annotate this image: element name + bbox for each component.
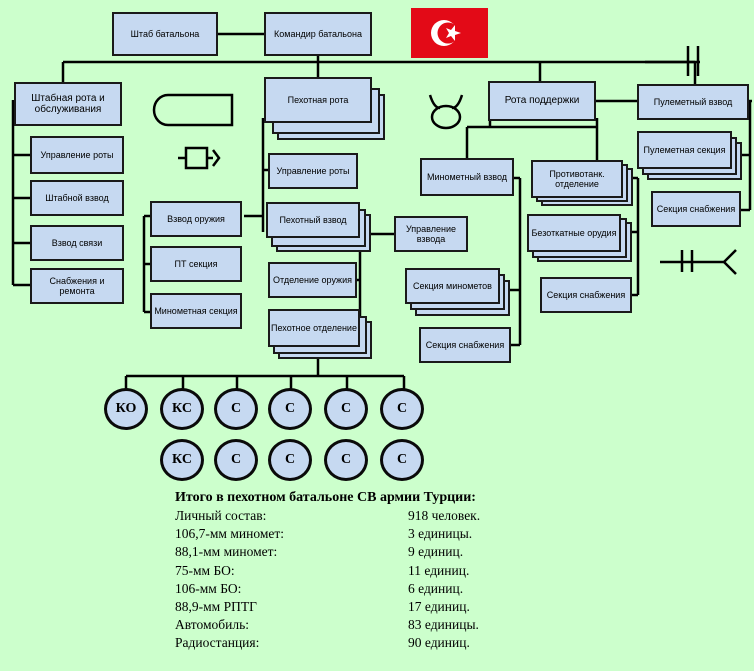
supply-section-a-box: Секция снабжения xyxy=(419,327,511,363)
infantry-company-box: Пехотная рота xyxy=(264,77,372,123)
rifle-company-mgmt-box: Управление роты xyxy=(268,153,358,189)
summary-label: 106-мм БО: xyxy=(175,580,242,596)
soldier-circle: КС xyxy=(160,388,204,430)
summary-row: Автомобиль: 83 единицы. xyxy=(175,617,595,635)
mg-platoon-label: Пулеметный взвод xyxy=(653,96,733,107)
summary-value: 3 единицы. xyxy=(408,526,473,542)
weapons-squad-box: Отделение оружия xyxy=(268,262,357,298)
supply-section-a-label: Секция снабжения xyxy=(425,339,505,350)
staff-platoon-box: Штабной взвод xyxy=(30,180,124,216)
summary-row: 106,7-мм миномет: 3 единицы. xyxy=(175,526,595,544)
summary-value: 83 единицы. xyxy=(408,617,479,633)
antitank-squad-box: Противотанк. отделение xyxy=(531,160,623,198)
summary-value: 6 единиц. xyxy=(408,580,464,596)
infantry-platoon-label: Пехотный взвод xyxy=(279,214,347,225)
summary-label: Радиостанция: xyxy=(175,635,260,651)
recoilless-label: Безоткатные орудия xyxy=(531,227,617,238)
soldier-circle: КС xyxy=(160,439,204,481)
summary-label: Автомобиль: xyxy=(175,617,250,633)
infantry-platoon-box: Пехотный взвод xyxy=(266,202,360,238)
comms-platoon-label: Взвод связи xyxy=(51,237,103,248)
staff-platoon-label: Штабной взвод xyxy=(45,192,109,203)
mortar-section-label: Минометная секция xyxy=(154,305,238,316)
mg-section-label: Пулеметная секция xyxy=(643,144,726,155)
hq-company-label: Штабная рота и обслуживания xyxy=(31,92,105,116)
supply-section-c-label: Секция снабжения xyxy=(656,203,736,214)
hq-staff-label: Штаб батальона xyxy=(130,28,200,39)
summary-value: 90 единиц. xyxy=(408,635,470,651)
summary-row: Личный состав: 918 человек. xyxy=(175,508,595,526)
hq-staff-box: Штаб батальона xyxy=(112,12,218,56)
weapons-platoon-box: Взвод оружия xyxy=(150,201,242,237)
mg-section-box: Пулеметная секция xyxy=(637,131,732,169)
weapons-squad-label: Отделение оружия xyxy=(273,274,352,285)
platoon-mgmt-box: Управление взвода xyxy=(394,216,468,252)
supply-section-c-box: Секция снабжения xyxy=(651,191,741,227)
supply-section-b-label: Секция снабжения xyxy=(546,289,626,300)
summary-title: Итого в пехотном батальоне СВ армии Турц… xyxy=(175,490,476,505)
mortar-section-box: Минометная секция xyxy=(150,293,242,329)
soldier-circle: С xyxy=(324,439,368,481)
summary-value: 9 единиц. xyxy=(408,544,464,560)
company-mgmt-label: Управление роты xyxy=(40,149,114,160)
mg-platoon-box: Пулеметный взвод xyxy=(637,84,749,120)
summary-row: 88,1-мм миномет: 9 единиц. xyxy=(175,544,595,562)
radio-symbol xyxy=(184,146,209,170)
mortar-sections-box: Секция минометов xyxy=(405,268,500,304)
infantry-company-label: Пехотная рота xyxy=(287,94,349,105)
infantry-squad-box: Пехотное отделение xyxy=(268,309,360,347)
summary-row: 75-мм БО: 11 единиц. xyxy=(175,563,595,581)
commander-box: Командир батальона xyxy=(264,12,372,56)
rifle-company-mgmt-label: Управление роты xyxy=(276,165,350,176)
supply-section-b-box: Секция снабжения xyxy=(540,277,632,313)
weapons-platoon-label: Взвод оружия xyxy=(167,213,225,224)
support-company-box: Рота поддержки xyxy=(488,81,596,121)
mortar-sections-label: Секция минометов xyxy=(413,280,492,291)
symbol-group xyxy=(152,46,737,275)
hq-company-box: Штабная рота и обслуживания xyxy=(14,82,122,126)
company-mgmt-box: Управление роты xyxy=(30,136,124,174)
comms-platoon-box: Взвод связи xyxy=(30,225,124,261)
soldier-circle: С xyxy=(324,388,368,430)
summary-label: 88,1-мм миномет: xyxy=(175,544,278,560)
summary-row: 106-мм БО: 6 единиц. xyxy=(175,581,595,599)
summary-value: 17 единиц. xyxy=(408,598,470,614)
summary-label: Личный состав: xyxy=(175,508,267,523)
summary-row: 88,9-мм РПТГ 17 единиц. xyxy=(175,599,595,617)
platoon-mgmt-label: Управление взвода xyxy=(405,223,457,244)
commander-label: Командир батальона xyxy=(274,28,362,39)
soldier-circle: С xyxy=(380,388,424,430)
at-section-label: ПТ секция xyxy=(174,258,218,269)
hq-unit-symbol xyxy=(152,93,234,127)
summary-label: 88,9-мм РПТГ xyxy=(175,598,257,614)
summary-row: Радиостанция: 90 единиц. xyxy=(175,635,595,653)
soldier-circle: С xyxy=(268,388,312,430)
soldier-circle: С xyxy=(214,388,258,430)
mortar-platoon-box: Минометный взвод xyxy=(420,158,514,196)
summary-value: 11 единиц. xyxy=(408,562,470,578)
supply-repair-box: Снабжения и ремонта xyxy=(30,268,124,304)
soldier-circle: С xyxy=(268,439,312,481)
soldier-circle: С xyxy=(214,439,258,481)
mortar-platoon-label: Минометный взвод xyxy=(426,171,508,182)
infantry-squad-label: Пехотное отделение xyxy=(271,322,357,333)
summary-table: Итого в пехотном батальоне СВ армии Турц… xyxy=(175,490,595,654)
at-section-box: ПТ секция xyxy=(150,246,242,282)
soldier-circle: С xyxy=(380,439,424,481)
summary-label: 106,7-мм миномет: xyxy=(175,526,285,542)
summary-label: 75-мм БО: xyxy=(175,562,235,578)
mortar-symbol xyxy=(430,104,462,130)
antitank-squad-label: Противотанк. отделение xyxy=(549,168,605,189)
soldier-circle: КО xyxy=(104,388,148,430)
recoilless-box: Безоткатные орудия xyxy=(527,214,621,252)
support-company-label: Рота поддержки xyxy=(504,95,580,107)
turkey-flag xyxy=(411,8,488,58)
summary-value: 918 человек. xyxy=(408,508,481,523)
supply-repair-label: Снабжения и ремонта xyxy=(49,275,105,296)
